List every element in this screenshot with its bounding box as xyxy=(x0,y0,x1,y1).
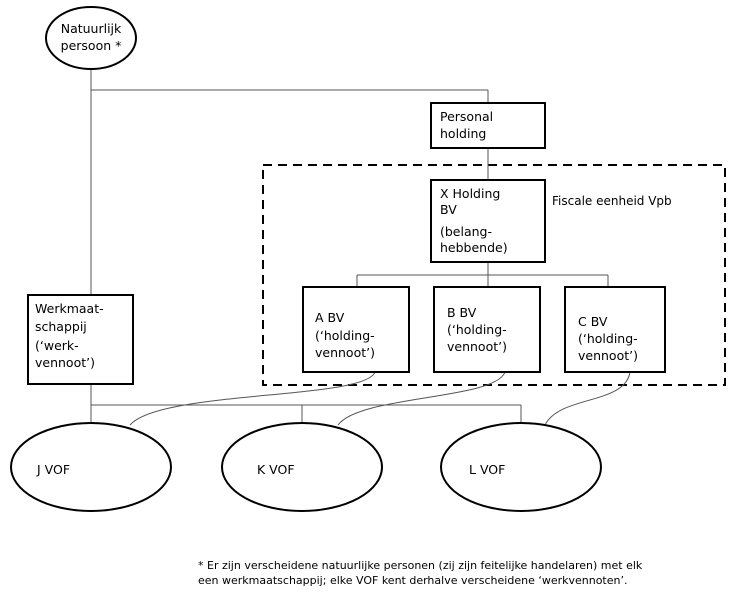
svg-text:vennoot’): vennoot’) xyxy=(447,339,507,354)
svg-text:K VOF: K VOF xyxy=(257,462,295,477)
svg-text:holding: holding xyxy=(440,126,486,141)
node-l-vof: L VOF xyxy=(440,422,602,512)
fiscale-eenheid-region xyxy=(262,164,726,386)
svg-text:Werkmaat-: Werkmaat- xyxy=(35,301,104,316)
svg-text:Natuurlijk: Natuurlijk xyxy=(61,21,122,36)
svg-text:J VOF: J VOF xyxy=(36,462,70,477)
node-x-holding-bv: X Holding BV (belang- hebbende) xyxy=(430,179,546,263)
footnote-line-1: * Er zijn verscheidene natuurlijke perso… xyxy=(198,559,643,572)
node-werkmaatschappij: Werkmaat- schappij (‘werk- vennoot’) xyxy=(27,294,134,385)
node-a-bv: A BV (‘holding- vennoot’) xyxy=(302,286,410,373)
svg-text:hebbende): hebbende) xyxy=(440,240,508,255)
footnote-line-2: een werkmaatschappij; elke VOF kent derh… xyxy=(198,574,627,587)
fiscale-eenheid-label: Fiscale eenheid Vpb xyxy=(552,194,672,208)
svg-text:(belang-: (belang- xyxy=(440,224,492,239)
node-natuurlijk-persoon: Natuurlijk persoon * xyxy=(45,6,137,70)
svg-text:schappij: schappij xyxy=(35,319,87,334)
svg-text:BV: BV xyxy=(440,202,457,217)
svg-text:(‘holding-: (‘holding- xyxy=(578,331,638,346)
node-personal-holding: Personal holding xyxy=(430,102,546,149)
svg-text:(‘holding-: (‘holding- xyxy=(447,322,507,337)
svg-text:vennoot’): vennoot’) xyxy=(315,345,375,360)
connectors xyxy=(90,69,631,426)
connector-c-bv-l-vof xyxy=(544,371,631,426)
svg-text:(‘holding-: (‘holding- xyxy=(315,328,375,343)
svg-text:vennoot’): vennoot’) xyxy=(578,348,638,363)
svg-text:X Holding: X Holding xyxy=(440,186,500,201)
node-k-vof: K VOF xyxy=(221,422,383,512)
svg-text:(‘werk-: (‘werk- xyxy=(35,338,79,353)
node-j-vof: J VOF xyxy=(10,422,172,512)
connector-b-bv-k-vof xyxy=(337,371,506,426)
svg-text:A BV: A BV xyxy=(315,310,345,325)
svg-text:Personal: Personal xyxy=(440,109,493,124)
svg-text:C BV: C BV xyxy=(578,314,608,329)
svg-text:persoon *: persoon * xyxy=(61,38,122,53)
svg-text:L VOF: L VOF xyxy=(469,462,505,477)
node-b-bv: B BV (‘holding- vennoot’) xyxy=(433,286,541,373)
svg-text:vennoot’): vennoot’) xyxy=(35,355,95,370)
svg-text:B BV: B BV xyxy=(447,305,477,320)
connector-a-bv-j-vof xyxy=(129,371,376,426)
node-c-bv: C BV (‘holding- vennoot’) xyxy=(564,286,666,373)
